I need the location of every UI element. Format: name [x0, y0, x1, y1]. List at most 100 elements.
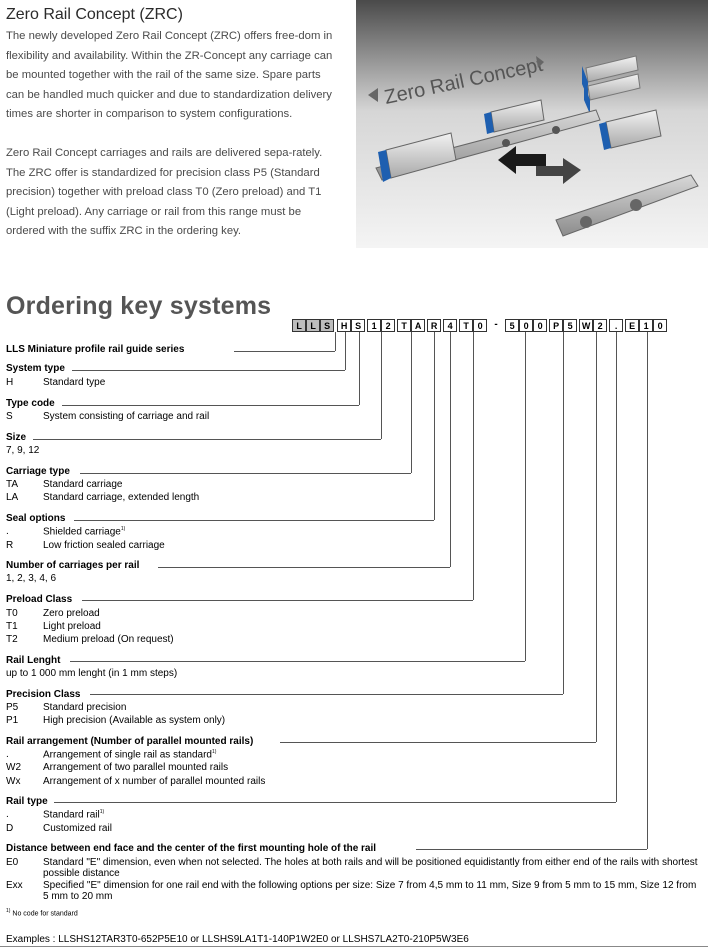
- leader-line: [70, 661, 525, 662]
- list-item-code: Exx: [6, 880, 23, 891]
- list-item-text: Standard "E" dimension, even when not se…: [43, 857, 698, 879]
- key-separator: -: [494, 319, 498, 330]
- divider: [0, 946, 708, 947]
- intro-text: The newly developed Zero Rail Concept (Z…: [6, 27, 336, 261]
- key-char: 2: [593, 319, 608, 332]
- key-char: 5: [563, 319, 578, 332]
- leader-line: [647, 332, 648, 849]
- leader-line: [90, 694, 563, 695]
- intro-paragraph-2: Zero Rail Concept carriages and rails ar…: [6, 147, 323, 237]
- arrow-right-icon: [536, 56, 544, 68]
- key-char: T: [397, 319, 412, 332]
- carriage-middle: [484, 99, 545, 134]
- footnote: 1) No code for standard: [6, 908, 78, 918]
- leader-line: [596, 332, 597, 742]
- seal-options-heading: Seal options: [6, 513, 69, 524]
- arrow-left-icon: [498, 146, 546, 174]
- rail-type-heading: Rail type: [6, 796, 51, 807]
- series-heading: LLS Miniature profile rail guide series: [6, 344, 188, 355]
- key-char: 2: [381, 319, 396, 332]
- key-char: H: [337, 319, 352, 332]
- zero-rail-concept-image: Zero Rail Concept: [356, 0, 708, 248]
- type-code-heading: Type code: [6, 398, 58, 409]
- leader-line: [345, 332, 346, 370]
- list-item-code: E0: [6, 857, 19, 868]
- leader-line: [450, 332, 451, 567]
- key-char: .: [609, 319, 624, 332]
- key-char: A: [411, 319, 426, 332]
- key-char: 1: [639, 319, 654, 332]
- leader-line: [74, 520, 434, 521]
- carriages-per-rail-heading: Number of carriages per rail: [6, 560, 143, 571]
- list-item: up to 1 000 mm lenght (in 1 mm steps): [6, 668, 178, 679]
- leader-line: [616, 332, 617, 802]
- key-char: S: [351, 319, 366, 332]
- leader-line: [82, 600, 473, 601]
- key-char: R: [427, 319, 442, 332]
- leader-line: [72, 370, 345, 371]
- rail-right: [555, 174, 699, 237]
- leader-line: [525, 332, 526, 661]
- leader-line: [335, 332, 336, 351]
- leader-line: [359, 332, 360, 405]
- rail-length-heading: Rail Lenght: [6, 655, 64, 666]
- list-item: 7, 9, 12: [6, 445, 40, 456]
- preload-class-heading: Preload Class: [6, 594, 76, 605]
- rail-arrangement-heading: Rail arrangement (Number of parallel mou…: [6, 736, 257, 747]
- size-heading: Size: [6, 432, 30, 443]
- system-type-heading: System type: [6, 363, 68, 374]
- key-char: P: [549, 319, 564, 332]
- leader-line: [54, 802, 616, 803]
- leader-line: [416, 849, 647, 850]
- key-char: T: [459, 319, 474, 332]
- key-char: 1: [367, 319, 382, 332]
- key-char: 0: [653, 319, 668, 332]
- key-char: L: [292, 319, 307, 332]
- list-item: .Arrangement of single rail as standard1…: [6, 749, 217, 761]
- key-char: E: [625, 319, 640, 332]
- leader-line: [473, 332, 474, 600]
- list-item-text: Specified "E" dimension for one rail end…: [43, 880, 697, 902]
- list-item: 1, 2, 3, 4, 6: [6, 573, 57, 584]
- leader-line: [411, 332, 412, 473]
- arrow-left-icon: [368, 88, 378, 102]
- leader-line: [33, 439, 381, 440]
- key-char: 4: [443, 319, 458, 332]
- leader-line: [563, 332, 564, 694]
- intro-paragraph-1: The newly developed Zero Rail Concept (Z…: [6, 30, 333, 120]
- section-title: Zero Rail Concept (ZRC): [6, 6, 183, 23]
- leader-line: [434, 332, 435, 520]
- leader-line: [280, 742, 596, 743]
- carriage-stack: [582, 55, 641, 114]
- list-item: .Shielded carriage1): [6, 526, 126, 538]
- carriage-right: [599, 109, 662, 150]
- key-char: 0: [473, 319, 488, 332]
- key-char: W: [579, 319, 594, 332]
- ordering-title: Ordering key systems: [6, 292, 272, 320]
- leader-line: [381, 332, 382, 439]
- carriage-left: [378, 132, 457, 182]
- examples-text: Examples : LLSHS12TAR3T0-652P5E10 or LLS…: [6, 934, 469, 945]
- carriage-type-heading: Carriage type: [6, 466, 73, 477]
- precision-class-heading: Precision Class: [6, 689, 84, 700]
- key-char: S: [320, 319, 335, 332]
- key-char: 0: [519, 319, 534, 332]
- key-char: 0: [533, 319, 548, 332]
- leader-line: [234, 351, 335, 352]
- key-char: L: [306, 319, 321, 332]
- leader-line: [80, 473, 411, 474]
- distance-heading: Distance between end face and the center…: [6, 843, 380, 854]
